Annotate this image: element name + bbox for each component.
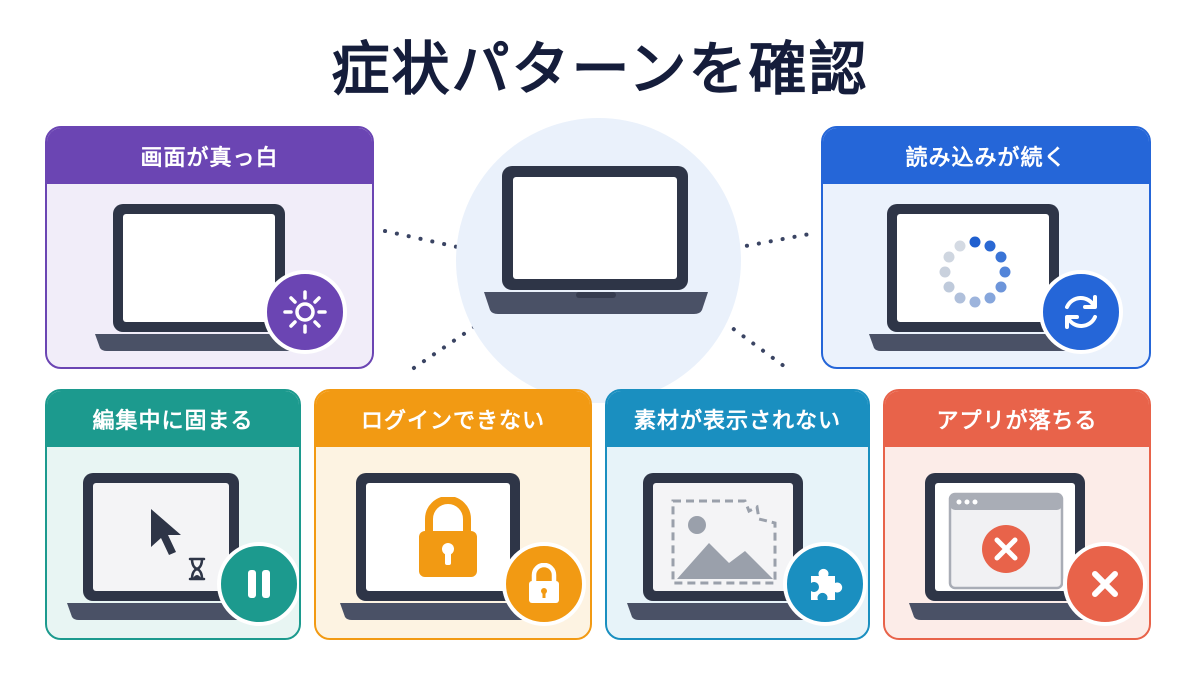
card-assets-not-displayed[interactable]: 素材が表示されない <box>605 389 870 640</box>
card-loading-continues[interactable]: 読み込みが続く <box>821 126 1151 369</box>
card-title: 読み込みが続く <box>823 128 1149 184</box>
app-window-error-icon <box>948 492 1064 590</box>
refresh-icon <box>1039 270 1123 354</box>
card-cannot-login[interactable]: ログインできない <box>314 389 592 640</box>
broken-image-icon <box>671 499 777 585</box>
loading-spinner-icon <box>939 236 1011 308</box>
laptop-icon <box>95 204 303 351</box>
card-title: 画面が真っ白 <box>47 128 372 184</box>
cursor-hourglass-icon <box>151 509 206 581</box>
sun-icon <box>263 270 347 354</box>
puzzle-icon <box>783 542 867 626</box>
pause-icon <box>217 542 299 626</box>
page-title: 症状パターンを確認 <box>331 35 869 103</box>
center-hub <box>456 118 741 403</box>
card-title: アプリが落ちる <box>885 391 1149 447</box>
laptop-icon <box>869 204 1077 351</box>
card-white-screen[interactable]: 画面が真っ白 <box>45 126 374 369</box>
laptop-icon <box>484 166 708 314</box>
close-icon <box>1063 542 1147 626</box>
card-freezes-while-editing[interactable]: 編集中に固まる <box>45 389 301 640</box>
card-app-crashes[interactable]: アプリが落ちる <box>883 389 1151 640</box>
padlock-icon <box>419 497 477 577</box>
card-title: 編集中に固まる <box>47 391 299 447</box>
lock-icon <box>502 542 586 626</box>
card-title: ログインできない <box>316 391 590 447</box>
card-title: 素材が表示されない <box>607 391 868 447</box>
